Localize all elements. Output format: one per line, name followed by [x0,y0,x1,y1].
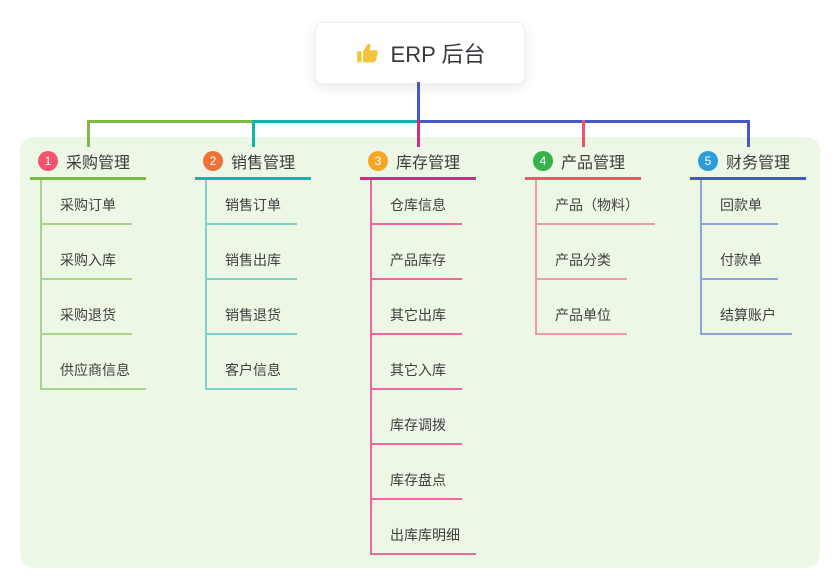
mindmap-node[interactable]: 产品分类 [537,225,627,280]
mindmap-node[interactable]: 其它出库 [372,280,462,335]
mindmap-node[interactable]: 采购订单 [42,180,132,225]
mindmap-node[interactable]: 回款单 [702,180,778,225]
branch-badge-product: 4 [533,151,553,171]
connector-drop-finance [746,120,750,147]
branch-product: 4 产品管理产品（物料）产品分类产品单位 [525,147,655,335]
mindmap-node[interactable]: 采购入库 [42,225,132,280]
mindmap-node[interactable]: 客户信息 [207,335,297,390]
connector-drop-purchase [86,120,90,147]
mindmap-node[interactable]: 付款单 [702,225,778,280]
branch-title-purchase[interactable]: 1 采购管理 [30,147,146,180]
mindmap-node[interactable]: 供应商信息 [42,335,146,390]
branch-title-sales[interactable]: 2 销售管理 [195,147,311,180]
root-node-label: ERP 后台 [390,42,486,67]
branch-badge-finance: 5 [698,151,718,171]
branch-label-inventory: 库存管理 [396,155,461,172]
branch-label-sales: 销售管理 [231,155,296,172]
mindmap-node[interactable]: 库存调拨 [372,390,462,445]
connector-line-left-green [88,120,253,123]
branch-title-product[interactable]: 4 产品管理 [525,147,641,180]
mindmap-node[interactable]: 库存盘点 [372,445,462,500]
mindmap-node[interactable]: 其它入库 [372,335,462,390]
branch-badge-purchase: 1 [38,151,58,171]
mindmap-panel [20,137,820,568]
mindmap-node[interactable]: 出库库明细 [372,500,476,555]
mindmap-node[interactable]: 采购退货 [42,280,132,335]
mindmap-node[interactable]: 销售订单 [207,180,297,225]
mindmap-node[interactable]: 销售退货 [207,280,297,335]
connector-drop-sales [251,120,255,147]
connector-drop-inventory [416,120,420,147]
branch-sales: 2 销售管理销售订单销售出库销售退货客户信息 [195,147,311,390]
connector-line-left-teal [253,120,420,123]
mindmap-node[interactable]: 销售出库 [207,225,297,280]
branch-label-product: 产品管理 [561,155,626,172]
connector-drop-product [581,120,585,147]
root-node-erp-backend[interactable]: ERP 后台 [315,22,525,84]
branch-children-finance: 回款单付款单结算账户 [700,180,806,335]
mindmap-node[interactable]: 产品库存 [372,225,462,280]
branch-title-inventory[interactable]: 3 库存管理 [360,147,476,180]
thumbs-up-icon [355,40,381,66]
mindmap-node[interactable]: 结算账户 [702,280,792,335]
branch-children-inventory: 仓库信息产品库存其它出库其它入库库存调拨库存盘点出库库明细 [370,180,476,555]
branch-label-finance: 财务管理 [726,155,791,172]
branch-finance: 5 财务管理回款单付款单结算账户 [690,147,806,335]
branch-children-sales: 销售订单销售出库销售退货客户信息 [205,180,311,390]
root-connector-line [416,82,420,123]
mindmap-node[interactable]: 产品（物料） [537,180,655,225]
branch-badge-sales: 2 [203,151,223,171]
mindmap-node[interactable]: 仓库信息 [372,180,462,225]
branch-inventory: 3 库存管理仓库信息产品库存其它出库其它入库库存调拨库存盘点出库库明细 [360,147,476,555]
branch-badge-inventory: 3 [368,151,388,171]
mindmap-node[interactable]: 产品单位 [537,280,627,335]
branch-children-purchase: 采购订单采购入库采购退货供应商信息 [40,180,146,390]
branch-label-purchase: 采购管理 [66,155,131,172]
branch-title-finance[interactable]: 5 财务管理 [690,147,806,180]
branch-children-product: 产品（物料）产品分类产品单位 [535,180,655,335]
branch-purchase: 1 采购管理采购订单采购入库采购退货供应商信息 [30,147,146,390]
